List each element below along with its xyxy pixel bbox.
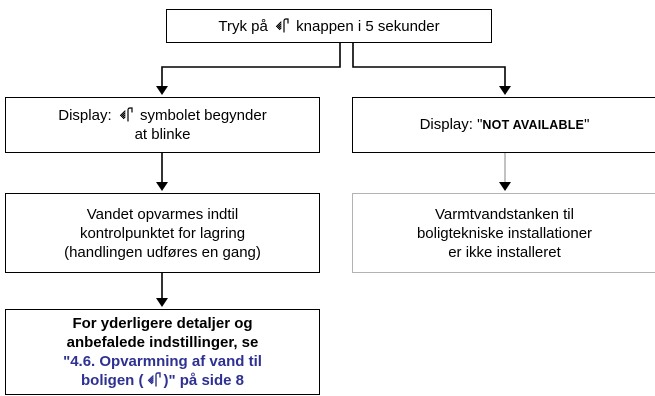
tank-line-3: er ikke installeret (448, 243, 561, 261)
arrowhead-tank (499, 182, 511, 191)
details-link-line-2[interactable]: boligen ( )" på side 8 (81, 371, 244, 390)
details-link-before-icon: boligen ( (81, 372, 144, 389)
arrowhead-left (156, 86, 168, 95)
arrowhead-right (499, 86, 511, 95)
display-blink-line2: at blinke (134, 126, 191, 143)
top-step-box: Tryk på knappen i 5 sekunder (166, 9, 492, 43)
heating-line-1: Vandet opvarmes indtil (86, 205, 239, 223)
display-blink-before: Display: (58, 107, 112, 124)
details-line-2: anbefalede indstillinger, se (66, 334, 259, 351)
details-box: For yderligere detaljer og anbefalede in… (5, 309, 320, 395)
heating-step-box: Vandet opvarmes indtil kontrolpunktet fo… (5, 193, 320, 273)
display-blink-box: Display: symbolet begynder at blinke (5, 97, 320, 153)
heating-line-2: kontrolpunktet for lagring (79, 224, 246, 242)
shower-icon (119, 107, 133, 122)
details-link-after-icon: )" på side 8 (163, 372, 244, 389)
arrowhead-details (156, 298, 168, 307)
connector-split-right (352, 42, 506, 88)
top-step-text-after: knappen i 5 sekunder (296, 17, 440, 35)
display-not-available-box: Display: "NOT AVAILABLE" (352, 97, 655, 153)
tank-line-2: boligtekniske installationer (416, 224, 593, 242)
display-na-before: Display: " (419, 116, 483, 133)
tank-not-installed-box: Varmtvandstanken til boligtekniske insta… (352, 193, 655, 273)
connector-split-left (161, 42, 341, 88)
display-na-after: " (584, 116, 590, 133)
shower-icon (147, 372, 161, 387)
arrowhead-heating (156, 182, 168, 191)
shower-icon (275, 17, 289, 33)
heating-line-3: (handlingen udføres en gang) (64, 243, 261, 261)
display-blink-after: symbolet begynder (139, 107, 267, 124)
tank-line-1: Varmtvandstanken til (435, 205, 574, 223)
display-na-code: NOT AVAILABLE (482, 118, 585, 132)
details-line-1: For yderligere detaljer og (72, 315, 253, 332)
top-step-text-before: Tryk på (218, 17, 268, 35)
details-link-line-1[interactable]: "4.6. Opvarmning af vand til (63, 353, 262, 370)
